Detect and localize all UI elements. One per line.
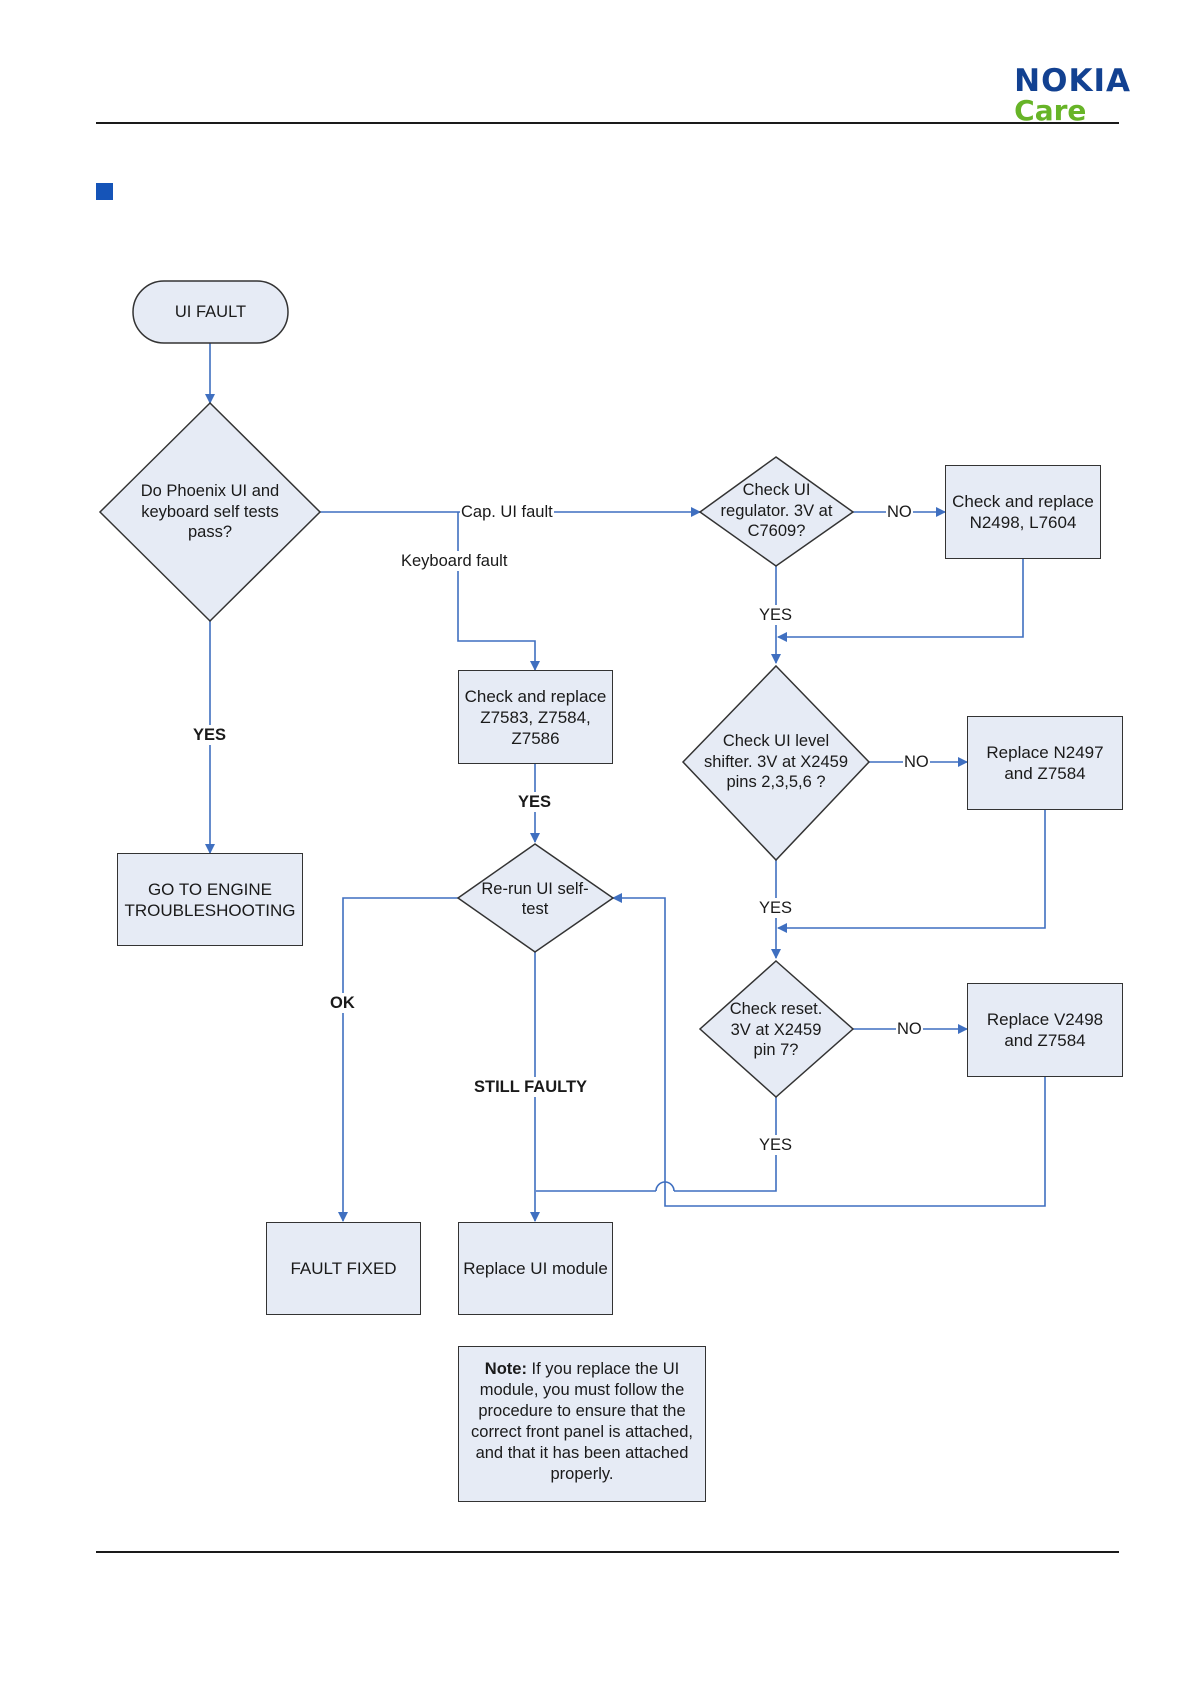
check-replace-z-box: Check and replace Z7583, Z7584, Z7586 [458,670,613,764]
label-yes-3: YES [758,1135,794,1155]
label-ok: OK [329,993,356,1013]
label-yes-engine: YES [192,725,228,745]
label-still-faulty: STILL FAULTY [473,1077,589,1097]
arrow-return-2 [777,810,1046,933]
rerun-question: Re-run UI self-test [481,879,589,919]
replace-ui-box: Replace UI module [458,1222,613,1315]
label-cap-ui-fault: Cap. UI fault [460,502,554,522]
label-no-2: NO [903,752,930,772]
start-label: UI FAULT [174,302,247,321]
arrow-return-1 [777,559,1024,642]
label-keyboard-fault: Keyboard fault [400,551,509,571]
footer-rule [96,1551,1119,1553]
logo-nokia: NOKIA [1014,63,1131,99]
note-bold: Note: [484,1360,527,1378]
start-terminator [132,280,289,344]
decision-regulator [698,456,855,567]
label-yes-1: YES [758,605,794,625]
arrow-ok [338,897,458,1222]
decision-selftest [98,401,322,623]
goto-engine-box: GO TO ENGINE TROUBLESHOOTING [117,853,303,946]
decision-level-shifter [681,664,871,862]
regulator-question: Check UI regulator. 3V at C7609? [720,481,833,541]
selftest-question: Do Phoenix UI and keyboard self tests pa… [140,482,280,542]
arrow-keyboard-fault [457,512,540,671]
replace-n2498-box: Check and replace N2498, L7604 [945,465,1101,559]
section-bullet-icon [96,183,113,200]
replace-n2497-box: Replace N2497 and Z7584 [967,716,1123,810]
decision-rerun [456,843,615,953]
label-yes-2: YES [758,898,794,918]
fault-fixed-box: FAULT FIXED [266,1222,421,1315]
note-box: Note: If you replace the UI module, you … [458,1346,706,1502]
line-yes-3 [674,1097,777,1192]
note-text: If you replace the UI module, you must f… [471,1360,693,1483]
reset-question: Check reset. 3V at X2459 pin 7? [729,1000,823,1060]
logo-care: Care [1014,94,1087,127]
replace-v2498-box: Replace V2498 and Z7584 [967,983,1123,1077]
label-no-3: NO [896,1019,923,1039]
label-yes-z: YES [517,792,553,812]
decision-reset [698,959,855,1099]
label-no-1: NO [886,502,913,522]
nokia-care-logo: NOKIA Care [1014,63,1131,127]
header-rule [96,122,1119,124]
level-shifter-question: Check UI level shifter. 3V at X2459 pins… [703,732,848,792]
arrow-return-3 [612,893,1046,1207]
